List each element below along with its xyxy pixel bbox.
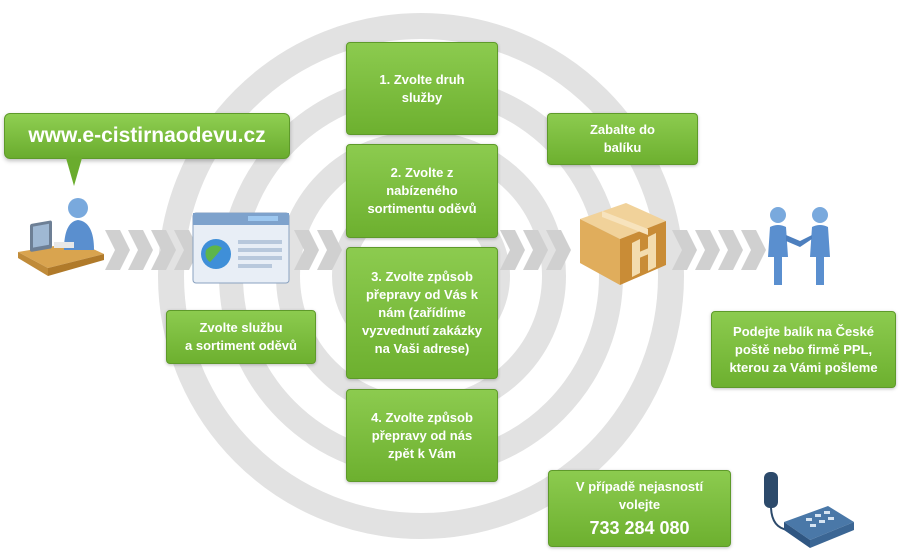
step-4-label: 4. Zvolte způsob přepravy od nás zpět k …	[371, 409, 473, 461]
step-2-label: 2. Zvolte z nabízeného sortimentu oděvů	[367, 165, 477, 216]
step-1-label: 1. Zvolte druh služby	[379, 71, 465, 105]
service-selection-label: Zvolte službu a sortiment oděvů	[185, 320, 297, 353]
browser-window-icon	[192, 212, 290, 284]
handover-parcel-label: Podejte balík na České poště nebo firmě …	[729, 323, 878, 375]
step-4-box[interactable]: 4. Zvolte způsob přepravy od nás zpět k …	[346, 389, 498, 482]
handshake-icon	[768, 207, 830, 285]
step-3-box[interactable]: 3. Zvolte způsob přepravy od Vás k nám (…	[346, 247, 498, 379]
package-box-icon	[580, 203, 666, 285]
handover-parcel-box[interactable]: Podejte balík na České poště nebo firmě …	[711, 311, 896, 388]
contact-label: V případě nejasností volejte	[575, 478, 704, 512]
step-3-label: 3. Zvolte způsob přepravy od Vás k nám (…	[362, 269, 482, 356]
pack-parcel-label: Zabalte do balíku	[589, 122, 655, 155]
contact-box[interactable]: V případě nejasností volejte 733 284 080	[548, 470, 731, 547]
step-2-box[interactable]: 2. Zvolte z nabízeného sortimentu oděvů	[346, 144, 498, 238]
service-selection-box[interactable]: Zvolte službu a sortiment oděvů	[166, 310, 316, 364]
person-at-computer-icon	[18, 198, 104, 276]
website-url-bubble[interactable]: www.e-cistirnaodevu.cz	[4, 113, 290, 159]
step-1-box[interactable]: 1. Zvolte druh služby	[346, 42, 498, 135]
contact-phone-number[interactable]: 733 284 080	[589, 517, 690, 538]
pack-parcel-box[interactable]: Zabalte do balíku	[547, 113, 698, 165]
bubble-tail	[66, 158, 82, 186]
website-url-label: www.e-cistirnaodevu.cz	[28, 124, 266, 147]
telephone-icon	[764, 472, 854, 548]
